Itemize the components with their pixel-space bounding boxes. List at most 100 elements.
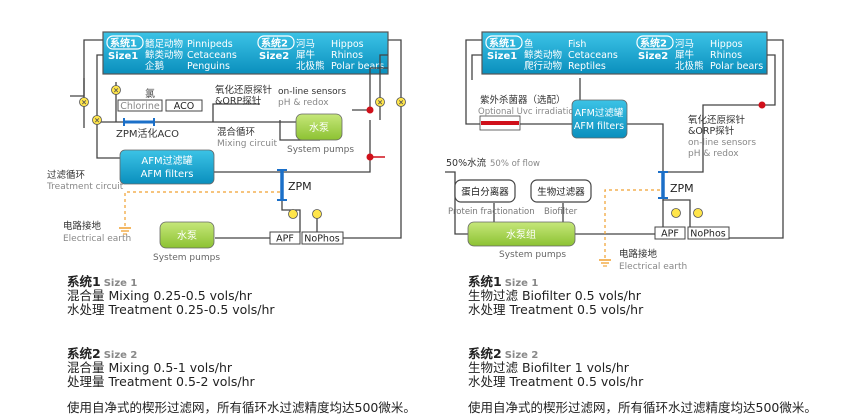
left-sys2-badge: 系统2: [261, 37, 288, 50]
left-s2-size: Size 2: [103, 350, 138, 361]
right-sys2-en-3: Polar bears: [710, 61, 763, 72]
left-pump-top: [295, 113, 343, 141]
left-sys1-badge-frame: [106, 35, 144, 50]
valve-marker: [92, 115, 102, 125]
protein-en: Protein fractionation: [448, 207, 535, 217]
svg-text:×: ×: [377, 99, 383, 107]
uv-en: Optional Uvc irradiation: [478, 107, 579, 117]
left-sys2-cn-3: 北极熊: [296, 60, 325, 72]
left-sys1-size: Size1: [108, 51, 138, 62]
left-pipework: [70, 39, 402, 239]
left-caption-s1-l2: 水处理 Treatment 0.25-0.5 vols/hr: [67, 302, 275, 317]
left-caption-s2-l2: 处理量 Treatment 0.5-2 vols/hr: [67, 374, 255, 389]
left-earth-cn: 电路接地: [63, 220, 102, 232]
right-sys1-en-3: Reptiles: [568, 61, 606, 72]
right-tank-header: 系统1 Size1 鱼 鲸类动物 爬行动物 Fish Cetaceans Rep…: [481, 31, 768, 75]
right-nophos-box: [687, 226, 730, 240]
valve-marker: [79, 97, 89, 107]
left-sys1-en-1: Pinnipeds: [187, 39, 233, 50]
right-sys1-size: Size1: [487, 51, 517, 62]
svg-text:×: ×: [398, 99, 404, 107]
left-sensor-probe-top: [366, 106, 374, 114]
left-valves: [79, 85, 406, 219]
flow-cn: 50%水流: [446, 157, 487, 169]
right-sys1-en-2: Cetaceans: [568, 50, 618, 61]
mixing-circuit-cn: 混合循环: [217, 126, 255, 138]
right-nophos-label: NoPhos: [690, 229, 725, 240]
right-sys2-cn-1: 河马: [675, 38, 694, 50]
left-sensor-en-1: on-line sensors: [278, 87, 346, 97]
right-sys1-badge: 系统1: [489, 37, 516, 50]
left-afm-filter: [119, 149, 215, 185]
right-pump-group-en: System pumps: [499, 250, 566, 260]
right-zpm-label: ZPM: [670, 182, 694, 195]
left-caption-s1-l1: 混合量 Mixing 0.25-0.5 vols/hr: [67, 288, 252, 303]
svg-text:×: ×: [113, 87, 119, 95]
valve-marker: [312, 209, 322, 219]
svg-text:×: ×: [94, 117, 100, 125]
right-earth-en: Electrical earth: [619, 262, 687, 270]
right-afm-filter-cn: AFM过滤罐: [575, 107, 624, 119]
left-pump-top-label: 水泵: [309, 122, 329, 134]
left-sensor-probe-bottom: [366, 153, 374, 161]
right-s1-size: Size 1: [504, 278, 539, 289]
left-sys2-size: Size2: [259, 51, 289, 62]
left-sys2-badge-frame: [257, 35, 295, 50]
left-earth-en: Electrical earth: [63, 234, 131, 244]
right-sys1-en-1: Fish: [568, 39, 586, 50]
right-sys2-size: Size2: [638, 51, 668, 62]
right-caption-s2-l2: 水处理 Treatment 0.5 vols/hr: [468, 374, 644, 389]
left-nophos-box: [301, 231, 344, 245]
left-tank-header: 系统1 Size1 鳍足动物 鲸类动物 企鹅 Pinnipeds Cetacea…: [102, 31, 389, 75]
left-afm-filter-en: AFM filters: [141, 169, 194, 180]
right-sensor-cn-1: 氧化还原探针: [688, 114, 746, 126]
left-pump-bottom: [159, 221, 215, 249]
left-sys2-en-1: Hippos: [331, 39, 364, 50]
svg-text:×: ×: [81, 99, 87, 107]
left-pump-top-en: System pumps: [287, 145, 354, 155]
left-sys2-cn-1: 河马: [296, 38, 315, 50]
right-caption-note: 使用自净式的楔形过滤网，所有循环水过滤精度均达500微米。: [468, 400, 817, 415]
biofilter: [530, 179, 592, 203]
protein-cn: 蛋白分离器: [461, 186, 509, 198]
right-s1-title: 系统1: [468, 274, 502, 289]
left-sys2-en-2: Rhinos: [331, 50, 363, 61]
right-sys1-cn-1: 鱼: [524, 38, 534, 50]
right-sys2-badge: 系统2: [640, 37, 667, 50]
left-afm-filter-cn: AFM过滤罐: [141, 154, 192, 167]
left-nophos-label: NoPhos: [304, 234, 339, 245]
treatment-circuit-en: Treatment circuit: [46, 182, 124, 192]
right-sys1-cn-3: 爬行动物: [524, 60, 563, 72]
valve-marker: [671, 208, 681, 218]
protein-fractionator: [454, 179, 516, 203]
left-sensor-cn-2: &ORP探针: [215, 95, 262, 107]
bio-cn: 生物过滤器: [537, 186, 585, 198]
left-apf-box: [269, 231, 301, 245]
left-s2-title: 系统2: [67, 346, 101, 361]
right-valves: [671, 208, 703, 218]
right-sensor-en-1: on-line sensors: [688, 138, 756, 148]
left-sys1-badge: 系统1: [110, 37, 137, 50]
left-pump-bottom-label: 水泵: [177, 230, 197, 242]
valve-marker: [396, 97, 406, 107]
left-sys2-en-3: Polar bears: [331, 61, 384, 72]
valve-marker: [693, 208, 703, 218]
right-earth-cn: 电路接地: [619, 248, 658, 260]
right-pump-group-label: 水泵组: [506, 228, 536, 241]
right-pump-group: [467, 221, 576, 247]
right-diagram: 系统1 Size1 鱼 鲸类动物 爬行动物 Fish Cetaceans Rep…: [445, 31, 784, 270]
right-sensor-en-2: pH & redox: [688, 149, 739, 159]
chlorine-label: Chlorine: [120, 101, 160, 112]
right-sys2-badge-frame: [636, 35, 674, 50]
right-s2-size: Size 2: [504, 350, 539, 361]
left-s1-size: Size 1: [103, 278, 138, 289]
left-sys1-cn-1: 鳍足动物: [145, 38, 184, 50]
aco-label: ACO: [174, 101, 194, 112]
right-sys2-en-2: Rhinos: [710, 50, 742, 61]
right-pipework: [445, 39, 784, 239]
zpm-aco-label: ZPM活化ACO: [116, 127, 179, 140]
right-apf-box: [654, 226, 686, 240]
treatment-circuit-cn: 过滤循环: [47, 169, 85, 181]
left-sys1-cn-3: 企鹅: [145, 60, 164, 72]
